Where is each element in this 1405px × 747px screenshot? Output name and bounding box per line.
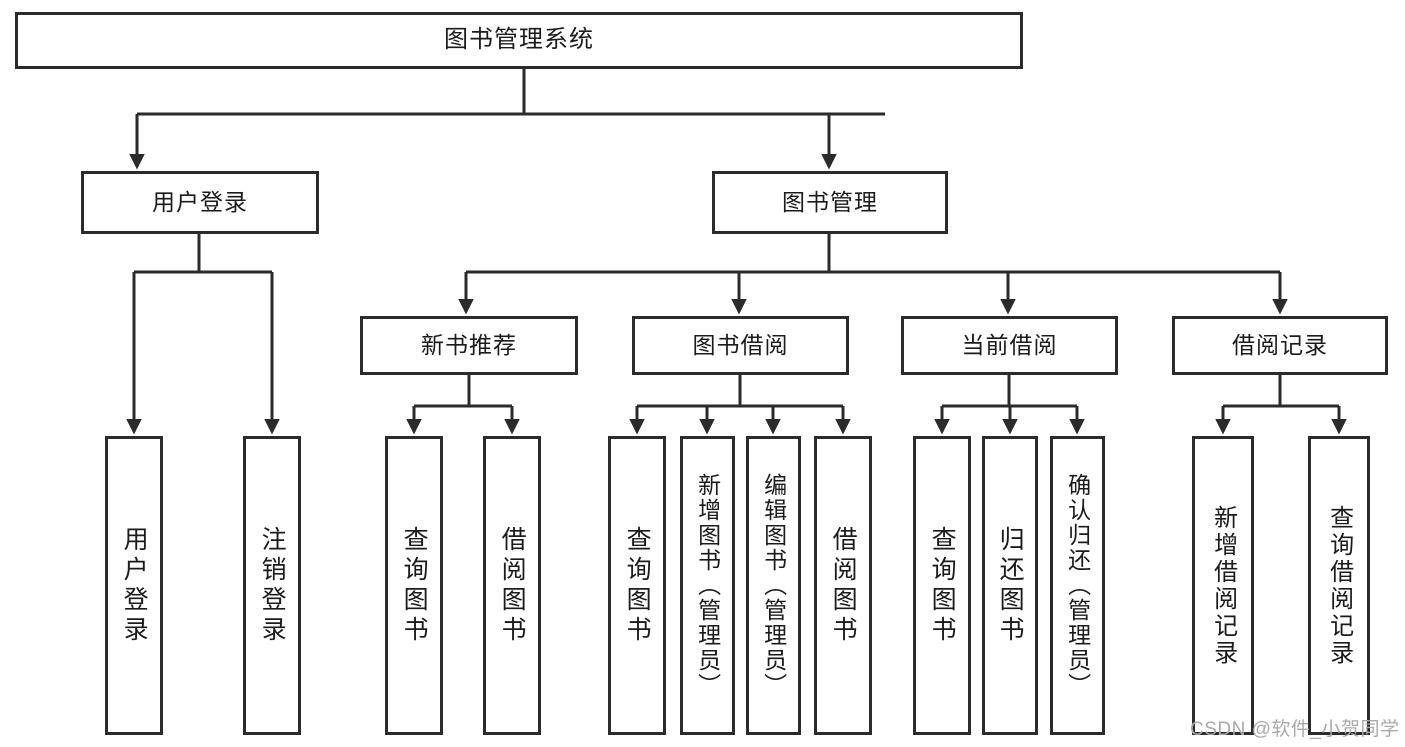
leaf-borrow-add-book[interactable]: 新增图书（管理员）: [680, 436, 735, 735]
leaf-borrow-borrow-book[interactable]: 借阅图书: [814, 436, 872, 735]
watermark-text: CSDN @软件_小贺同学: [1190, 719, 1400, 740]
leaf-label: 查询图书: [400, 525, 429, 646]
leaf-label: 借阅图书: [498, 525, 527, 646]
leaf-label: 查询图书: [623, 525, 652, 646]
leaf-label: 新增借阅记录: [1209, 504, 1237, 667]
leaf-record-add[interactable]: 新增借阅记录: [1192, 436, 1254, 735]
node-user-login[interactable]: 用户登录: [81, 171, 319, 234]
leaf-borrow-edit-book[interactable]: 编辑图书（管理员）: [746, 436, 801, 735]
leaf-user-login-login[interactable]: 用户登录: [105, 436, 163, 735]
leaf-label: 借阅图书: [829, 525, 858, 646]
node-book-management[interactable]: 图书管理: [712, 171, 948, 234]
leaf-borrow-query-book[interactable]: 查询图书: [608, 436, 666, 735]
leaf-new-book-query[interactable]: 查询图书: [385, 436, 443, 735]
leaf-record-query[interactable]: 查询借阅记录: [1308, 436, 1370, 735]
node-new-book-recommend[interactable]: 新书推荐: [360, 316, 578, 375]
node-current-borrow[interactable]: 当前借阅: [901, 316, 1118, 375]
leaf-current-return-book[interactable]: 归还图书: [982, 436, 1038, 735]
leaf-label: 查询借阅记录: [1325, 504, 1353, 667]
leaf-label: 查询图书: [928, 525, 957, 646]
leaf-label: 新增图书（管理员）: [694, 473, 721, 698]
leaf-label: 归还图书: [996, 525, 1025, 646]
leaf-label: 注销登录: [258, 525, 287, 646]
leaf-label: 确认归还（管理员）: [1064, 473, 1091, 698]
leaf-current-query-book[interactable]: 查询图书: [913, 436, 971, 735]
leaf-user-login-logout[interactable]: 注销登录: [243, 436, 301, 735]
leaf-new-book-borrow[interactable]: 借阅图书: [483, 436, 541, 735]
node-borrow-record[interactable]: 借阅记录: [1172, 316, 1388, 375]
leaf-current-confirm-return[interactable]: 确认归还（管理员）: [1050, 436, 1105, 735]
node-book-borrow[interactable]: 图书借阅: [632, 316, 849, 375]
leaf-label: 编辑图书（管理员）: [760, 473, 787, 698]
leaf-label: 用户登录: [120, 525, 149, 646]
node-root-system[interactable]: 图书管理系统: [15, 12, 1023, 69]
